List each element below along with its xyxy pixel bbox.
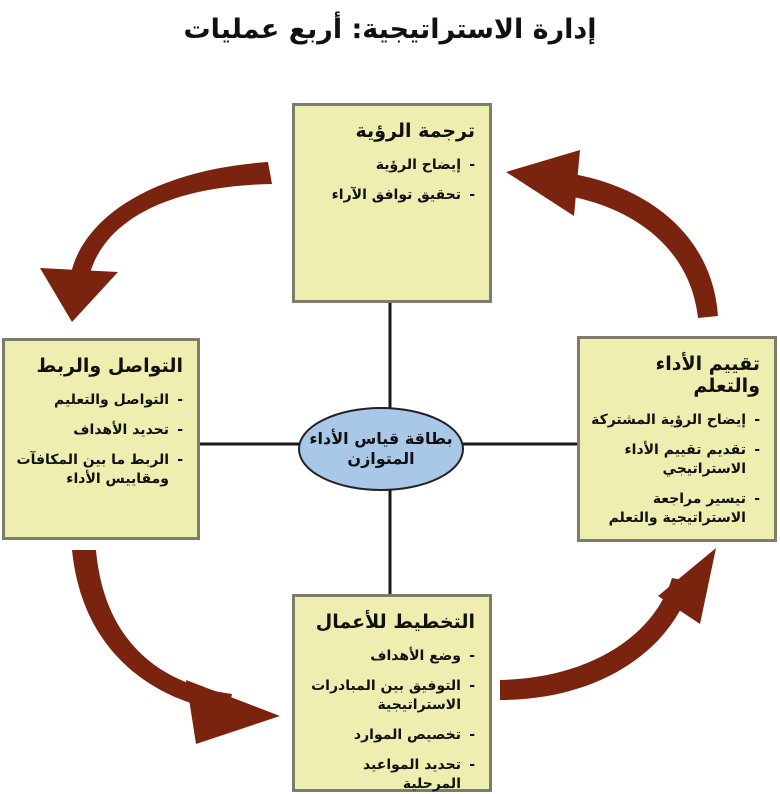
list-item: تقديم تقييم الأداء الاستراتيجي	[590, 441, 760, 479]
list-item: وضع الأهداف	[305, 647, 475, 666]
box-heading: تقييم الأداء والتعلم	[655, 353, 760, 397]
arrow-top-right-head	[506, 150, 580, 216]
list-item: إيضاح الرؤية المشتركة	[590, 411, 760, 430]
list-item: التواصل والتعليم	[15, 391, 183, 410]
arrow-top-left	[70, 162, 272, 282]
arrow-bottom-right-head	[658, 548, 716, 624]
list-item: إيضاح الرؤية	[305, 156, 475, 175]
connector-lines	[198, 300, 578, 596]
center-label: بطاقة قياس الأداء المتوازن	[309, 429, 453, 468]
box-heading: ترجمة الرؤية	[355, 120, 475, 142]
center-ellipse	[298, 407, 464, 491]
box-evaluate-learn: تقييم الأداء والتعلم إيضاح الرؤية المشتر…	[577, 336, 777, 542]
list-item: تيسير مراجعة الاستراتيجية والتعلم	[590, 490, 760, 528]
box-business-planning: التخطيط للأعمال وضع الأهداف التوفيق بين …	[292, 594, 492, 792]
list-item: تحديد المواعيد المرحلية	[305, 756, 475, 794]
box-items: إيضاح الرؤية تحقيق توافق الآراء	[305, 156, 475, 205]
diagram-title: إدارة الاستراتيجية: أربع عمليات	[183, 14, 597, 45]
cycle-arrows	[40, 150, 718, 744]
box-translate-vision: ترجمة الرؤية إيضاح الرؤية تحقيق توافق ال…	[292, 103, 492, 303]
list-item: تحقيق توافق الآراء	[305, 186, 475, 205]
box-communicate-link: التواصل والربط التواصل والتعليم تحديد ال…	[2, 338, 200, 540]
arrow-top-left-head	[40, 268, 118, 322]
list-item: تخصيص الموارد	[305, 726, 475, 745]
list-item: الربط ما بين المكافآت ومقاييس الأداء	[15, 451, 183, 489]
list-item: التوفيق بين المبادرات الاستراتيجية	[305, 677, 475, 715]
arrow-bottom-left	[72, 550, 232, 712]
box-items: إيضاح الرؤية المشتركة تقديم تقييم الأداء…	[590, 411, 760, 528]
arrow-top-right	[556, 172, 718, 318]
list-item: تحديد الأهداف	[15, 421, 183, 440]
box-heading: التخطيط للأعمال	[315, 611, 475, 633]
box-items: التواصل والتعليم تحديد الأهداف الربط ما …	[15, 391, 183, 489]
box-heading: التواصل والربط	[36, 355, 183, 377]
box-items: وضع الأهداف التوفيق بين المبادرات الاستر…	[305, 647, 475, 794]
arrow-bottom-left-head	[186, 680, 280, 744]
